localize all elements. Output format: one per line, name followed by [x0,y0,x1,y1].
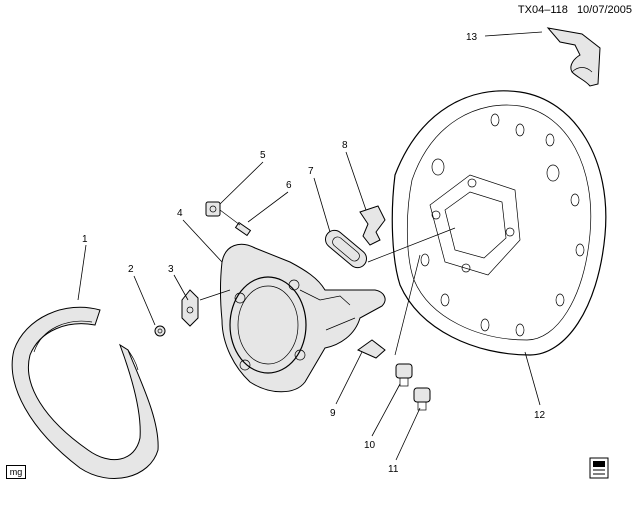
callout-9: 9 [330,408,336,419]
callout-6: 6 [286,180,292,191]
callout-3: 3 [168,264,174,275]
callout-4: 4 [177,208,183,219]
leader-lines [77,31,543,461]
part-bleeder [205,201,221,217]
callout-11: 11 [388,464,399,475]
mg-label: mg [6,465,26,479]
part-retaining-clip [359,205,386,246]
part-bolt-11 [413,387,431,411]
callout-12: 12 [534,410,546,421]
part-pin [234,221,252,237]
callout-5: 5 [260,150,266,161]
part-small-clip [356,339,386,359]
part-bolt-10 [395,363,413,387]
part-bolt-small [154,325,166,337]
diagram-date: 10/07/2005 [576,4,632,16]
part-caliper-anchor [220,243,386,393]
callout-1: 1 [82,234,88,245]
callout-labels: 1 2 3 4 5 6 7 8 9 10 11 12 13 [82,32,546,475]
diagram-header: TX04–118 10/07/2005 [512,4,632,16]
callout-2: 2 [128,264,134,275]
assembly-lines [199,209,456,356]
diagram-code: TX04–118 [517,4,568,16]
part-brake-shoe [11,306,159,479]
part-clip [546,27,601,87]
callout-8: 8 [342,140,348,151]
part-backing-plate [391,90,607,356]
parts-catalog-icon [589,457,609,479]
callout-7: 7 [308,166,314,177]
callout-13: 13 [466,32,478,43]
callout-10: 10 [364,440,376,451]
part-seal [325,229,367,269]
part-bracket [181,289,199,327]
